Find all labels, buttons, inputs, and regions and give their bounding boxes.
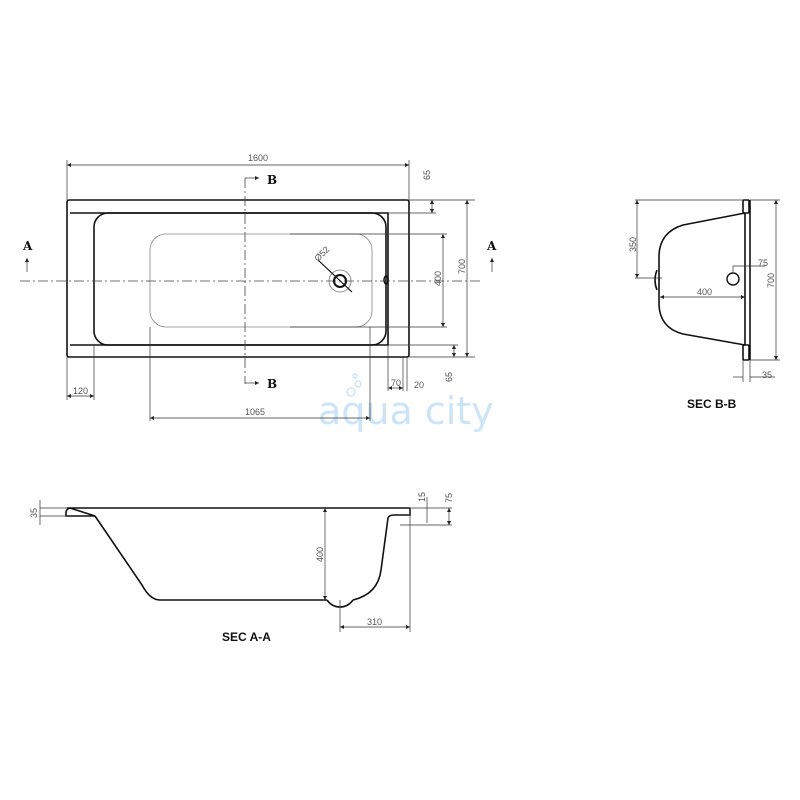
section-aa-title: SEC A-A [222,630,271,644]
dim-overflow: 75 [444,493,454,503]
dim-drain-offset: 75 [758,258,768,268]
overflow-icon [383,275,389,285]
dim-drain-to-end: 310 [367,617,382,627]
section-a-left-label: A [22,239,33,253]
dim-width: 700 [457,259,467,274]
dim-rim-bb: 35 [762,370,772,380]
dim-drain-diameter: Ø52 [312,244,331,263]
dim-left-rim: 120 [73,386,88,396]
dim-right-rim: 70 [391,378,401,388]
section-bb: 350 400 75 700 35 SEC B-B [628,199,780,411]
dim-rim-left: 35 [29,508,39,518]
watermark-logo: aqua city [318,389,494,433]
dim-depth-aa: 400 [315,547,325,562]
dim-depth-bb: 400 [697,287,712,297]
dim-right-edge: 20 [414,380,424,390]
dim-basin-length: 1065 [245,407,265,417]
section-aa: 35 400 310 15 75 SEC A-A [29,492,454,644]
drain-icon [317,259,353,293]
dim-rim-top: 65 [422,170,432,180]
dim-length: 1600 [248,153,268,163]
dim-rim-bottom: 65 [444,372,454,382]
section-a-right-label: A [486,239,497,253]
section-b-top-label: B [267,173,277,187]
dim-half-width: 350 [628,237,638,252]
section-b-bottom-label: B [267,377,277,391]
dim-basin-width: 400 [433,271,443,286]
watermark-bubbles-icon [346,373,362,397]
plan-view: A A B B 1600 700 65 400 65 120 1065 70 2… [20,153,497,421]
dim-rim-right: 15 [417,492,427,502]
section-bb-title: SEC B-B [687,397,737,411]
overflow-hole-icon [726,272,740,286]
dim-width-bb: 700 [766,273,776,288]
